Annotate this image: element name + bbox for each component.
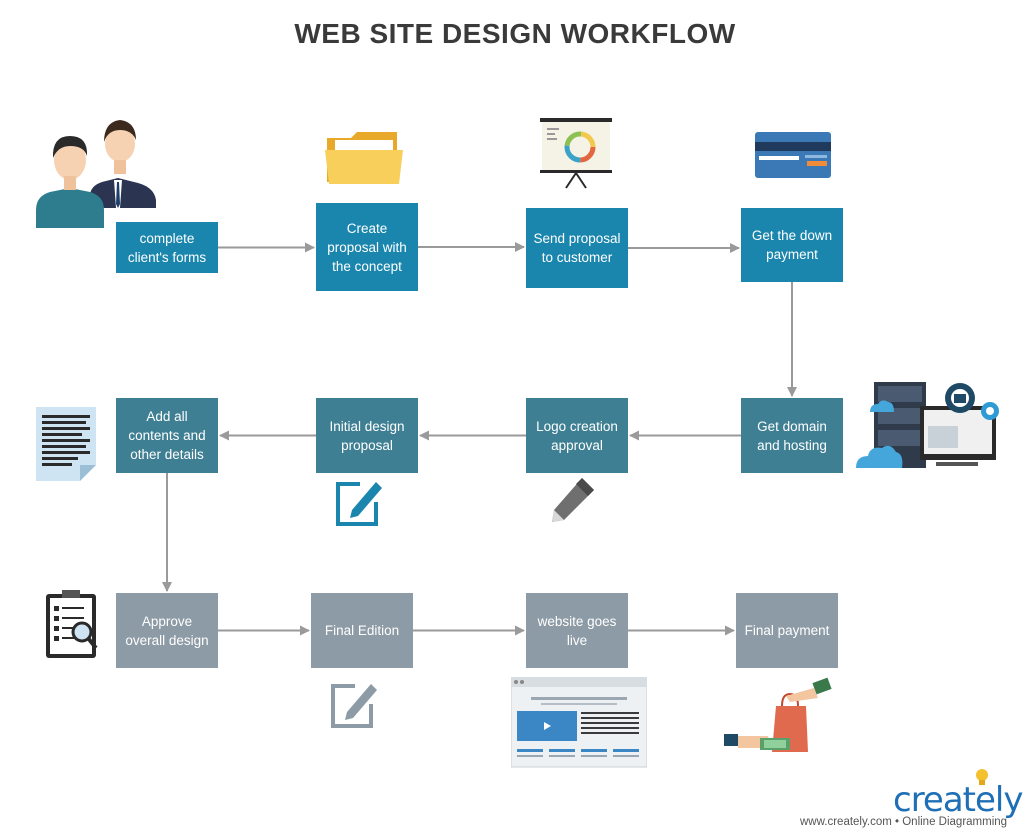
document-icon [36, 407, 96, 481]
step-final-edition[interactable]: Final Edition [311, 593, 413, 668]
edit-icon [331, 684, 377, 728]
server-hosting-icon [856, 382, 999, 468]
lightbulb-icon [976, 769, 988, 785]
step-initial-design[interactable]: Initial design proposal [316, 398, 418, 473]
step-complete-forms[interactable]: complete client's forms [116, 222, 218, 273]
step-add-contents[interactable]: Add all contents and other details [116, 398, 218, 473]
website-browser-icon [511, 677, 647, 768]
step-approve-design[interactable]: Approve overall design [116, 593, 218, 668]
diagram-title: WEB SITE DESIGN WORKFLOW [294, 18, 736, 49]
checklist-icon [46, 590, 98, 658]
step-create-proposal[interactable]: Create proposal with the concept [316, 203, 418, 291]
step-website-live[interactable]: website goes live [526, 593, 628, 668]
step-logo-approval[interactable]: Logo creation approval [526, 398, 628, 473]
creately-logo: creately [893, 780, 1023, 820]
folder-icon [325, 132, 403, 184]
people-icon [36, 120, 156, 228]
presentation-board-icon [540, 118, 612, 189]
payment-exchange-icon [724, 677, 832, 752]
step-send-proposal[interactable]: Send proposal to customer [526, 208, 628, 288]
step-down-payment[interactable]: Get the down payment [741, 208, 843, 282]
edit-icon [336, 482, 382, 526]
pencil-icon [552, 478, 594, 522]
step-domain-hosting[interactable]: Get domain and hosting [741, 398, 843, 473]
step-final-payment[interactable]: Final payment [736, 593, 838, 668]
creately-footer: www.creately.com • Online Diagramming [800, 816, 1008, 828]
credit-card-icon [755, 132, 831, 178]
